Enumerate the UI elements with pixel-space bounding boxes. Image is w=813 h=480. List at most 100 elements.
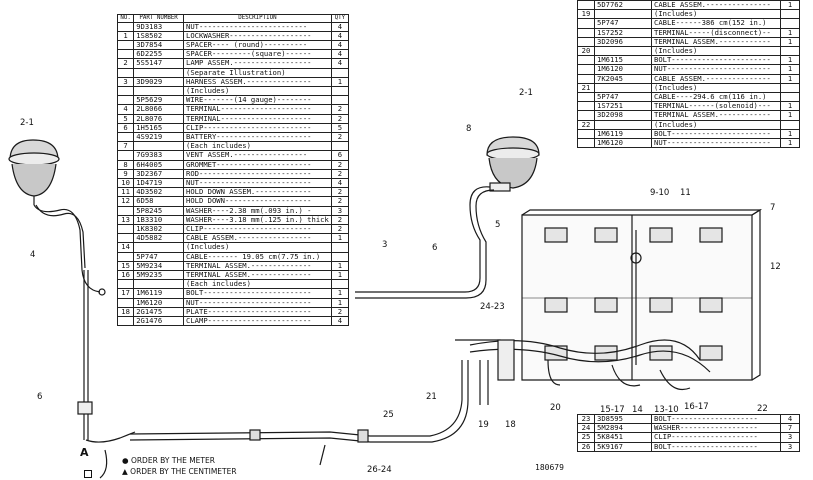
cell-part: 1B3310 — [133, 214, 185, 225]
cell-no — [116, 297, 135, 308]
cell-desc: CABLE ASSEM.----------------- — [183, 233, 332, 244]
cell-desc: HARNESS ASSEM.--------------- — [183, 76, 332, 87]
cell-qty — [780, 18, 800, 29]
cell-qty: 2 — [330, 113, 350, 124]
cell-part: 5K8451 — [594, 432, 652, 443]
cell-desc: TERMINAL ASSEM.-------------- — [183, 269, 332, 281]
cell-part: 1M6120 — [594, 138, 652, 149]
cell-qty: 3 — [780, 432, 800, 443]
cell-part: 3D8595 — [594, 413, 652, 425]
cell-desc: CABLE------386 cm(152 in.) — [651, 18, 781, 29]
cell-no — [116, 251, 135, 262]
cell-no — [116, 205, 135, 216]
cell-desc: WIRE-------(14 gauge)-------- — [183, 95, 332, 106]
cell-qty: 1 — [330, 260, 350, 271]
cell-qty: 4 — [330, 177, 350, 189]
cell-part: 5P747 — [594, 92, 652, 103]
cell-part: 5P8245 — [133, 205, 185, 216]
battery-cables — [455, 339, 711, 405]
cell-desc: TERMINAL------(solenoid)--- — [651, 101, 781, 112]
legend-centimeter: ▲ ORDER BY THE CENTIMETER — [122, 467, 237, 476]
callout-3: 3 — [382, 240, 388, 250]
cell-qty: 1 — [330, 76, 350, 87]
cell-no: 22 — [577, 119, 595, 130]
callout-15-17: 15-17 — [600, 405, 625, 415]
table-row: 20(Includes) — [577, 46, 800, 57]
cell-desc: (Includes) — [651, 82, 781, 94]
cell-desc: (Includes) — [651, 46, 781, 57]
cell-part: 9D3183 — [133, 21, 185, 32]
cell-part: 1K8302 — [133, 223, 185, 235]
cell-no — [116, 315, 135, 327]
cell-part — [133, 279, 185, 290]
callout-4: 4 — [30, 250, 36, 260]
cell-no — [116, 95, 135, 106]
cell-no: 5 — [116, 113, 135, 124]
cell-no: 26 — [577, 441, 595, 452]
cell-qty: 6 — [330, 150, 350, 161]
cell-part — [133, 67, 185, 78]
cell-qty: 2 — [330, 214, 350, 225]
cell-desc: CABLE----294.6 cm(116 in.) — [651, 92, 781, 103]
cell-part: 1M6115 — [594, 55, 652, 66]
cell-part: 1S7252 — [594, 27, 652, 38]
cell-no: 21 — [577, 82, 595, 94]
cell-no — [577, 73, 595, 84]
cell-qty: 1 — [780, 55, 800, 66]
cell-desc: NUT------------------------ — [651, 64, 781, 75]
cell-part — [594, 119, 652, 130]
cell-no — [577, 55, 595, 66]
cell-qty: 1 — [330, 288, 350, 299]
cell-no: 18 — [116, 306, 135, 318]
cell-desc: GROMMET---------------------- — [183, 159, 332, 170]
cell-qty: 1 — [780, 138, 800, 149]
callout-11: 11 — [680, 188, 691, 198]
cell-qty — [780, 119, 800, 130]
callout-2-1-right: 2-1 — [519, 88, 533, 98]
cell-desc: CLIP-------------------- — [651, 432, 781, 443]
bottom-harness — [99, 360, 469, 479]
callout-20: 20 — [550, 403, 561, 413]
cell-part: 2L8066 — [133, 104, 185, 115]
cell-desc: ROD-------------------------- — [183, 168, 332, 179]
cell-no — [577, 36, 595, 48]
callout-22: 22 — [757, 404, 768, 414]
cell-part: 1M6120 — [594, 64, 652, 75]
cell-part: 5M9235 — [133, 269, 185, 281]
cell-qty: 4 — [330, 49, 350, 60]
cell-desc: TERMINAL ASSEM.-------------- — [183, 260, 332, 271]
cell-part: 5D7762 — [594, 0, 652, 11]
callout-19: 19 — [478, 420, 489, 430]
cell-no — [116, 21, 135, 32]
cell-part: 2L8076 — [133, 113, 185, 124]
cell-desc: CLIP------------------------- — [183, 223, 332, 235]
cell-no: 12 — [116, 196, 135, 207]
cell-no — [116, 279, 135, 290]
callout-26-24: 26-24 — [367, 465, 392, 475]
cell-desc: CABLE ASSEM.--------------- — [651, 73, 781, 84]
header-part-number: PART NUMBER — [133, 14, 185, 23]
cell-desc: (Each includes) — [183, 279, 332, 290]
cell-desc: (Includes) — [183, 85, 332, 97]
cell-no — [116, 131, 135, 143]
table-row: 19(Includes) — [577, 9, 800, 20]
